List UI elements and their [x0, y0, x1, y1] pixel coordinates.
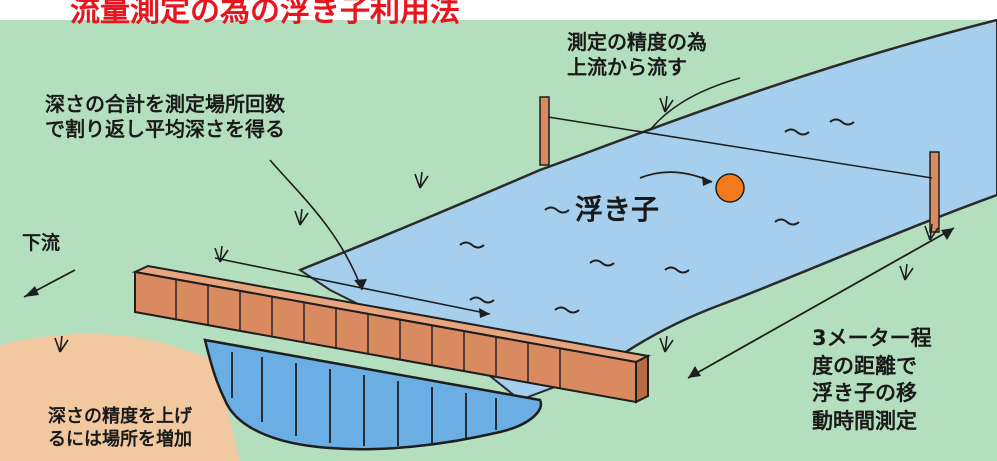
stake-string: [547, 116, 933, 179]
near-bank-edge: [599, 193, 997, 372]
page-title: 流量測定の為の浮き子利用法: [70, 0, 460, 29]
soil-bank: [0, 333, 240, 461]
float-ball: [715, 173, 745, 203]
upstream-stake: [539, 96, 550, 166]
distance-note: 3メーター程 度の距離で 浮き子の移 動時間測定: [812, 325, 932, 436]
depth-accuracy-line-1: 深さの精度を上げ: [48, 406, 192, 427]
plank-end: [635, 354, 649, 404]
float-label: 浮き子: [575, 193, 660, 226]
grass-tufts: [54, 95, 939, 353]
downstream-arrowhead: [24, 286, 39, 297]
distance-line-2: 度の距離で: [812, 353, 917, 378]
downstream-stake: [929, 151, 940, 233]
far-bank-edge: [299, 18, 997, 272]
distance-line-1: 3メーター程: [812, 326, 932, 350]
plank-divisions: [175, 279, 561, 389]
average-depth-line-2: で割り返し平均深さを得る: [45, 117, 285, 141]
depth-arrows: [231, 352, 497, 446]
distance-arrow: [687, 227, 955, 379]
depth-accuracy-line-2: るには場所を増加: [48, 428, 192, 450]
river-cross-section: [203, 338, 543, 451]
upstream-precision-line-1: 測定の精度の為: [567, 30, 707, 54]
float-drift-arrowhead: [702, 176, 712, 186]
upstream-precision-note: 測定の精度の為 上流から流す: [567, 30, 707, 80]
downstream-label: 下流: [22, 232, 61, 254]
depth-accuracy-note: 深さの精度を上げ るには場所を増加: [48, 406, 192, 451]
water-ripples: [459, 118, 855, 314]
upstream-precision-line-2: 上流から流す: [567, 55, 687, 79]
average-depth-note: 深さの合計を測定場所回数 で割り返し平均深さを得る: [45, 92, 285, 142]
arrow-heads: [354, 279, 490, 318]
leader-lines: [214, 77, 741, 315]
distance-arrowhead-top: [941, 228, 954, 240]
average-depth-line-1: 深さの合計を測定場所回数: [45, 92, 285, 116]
distance-line-3: 浮き子の移: [812, 381, 917, 406]
distance-arrowhead-bottom: [688, 366, 701, 378]
distance-line-4: 動時間測定: [812, 409, 917, 434]
